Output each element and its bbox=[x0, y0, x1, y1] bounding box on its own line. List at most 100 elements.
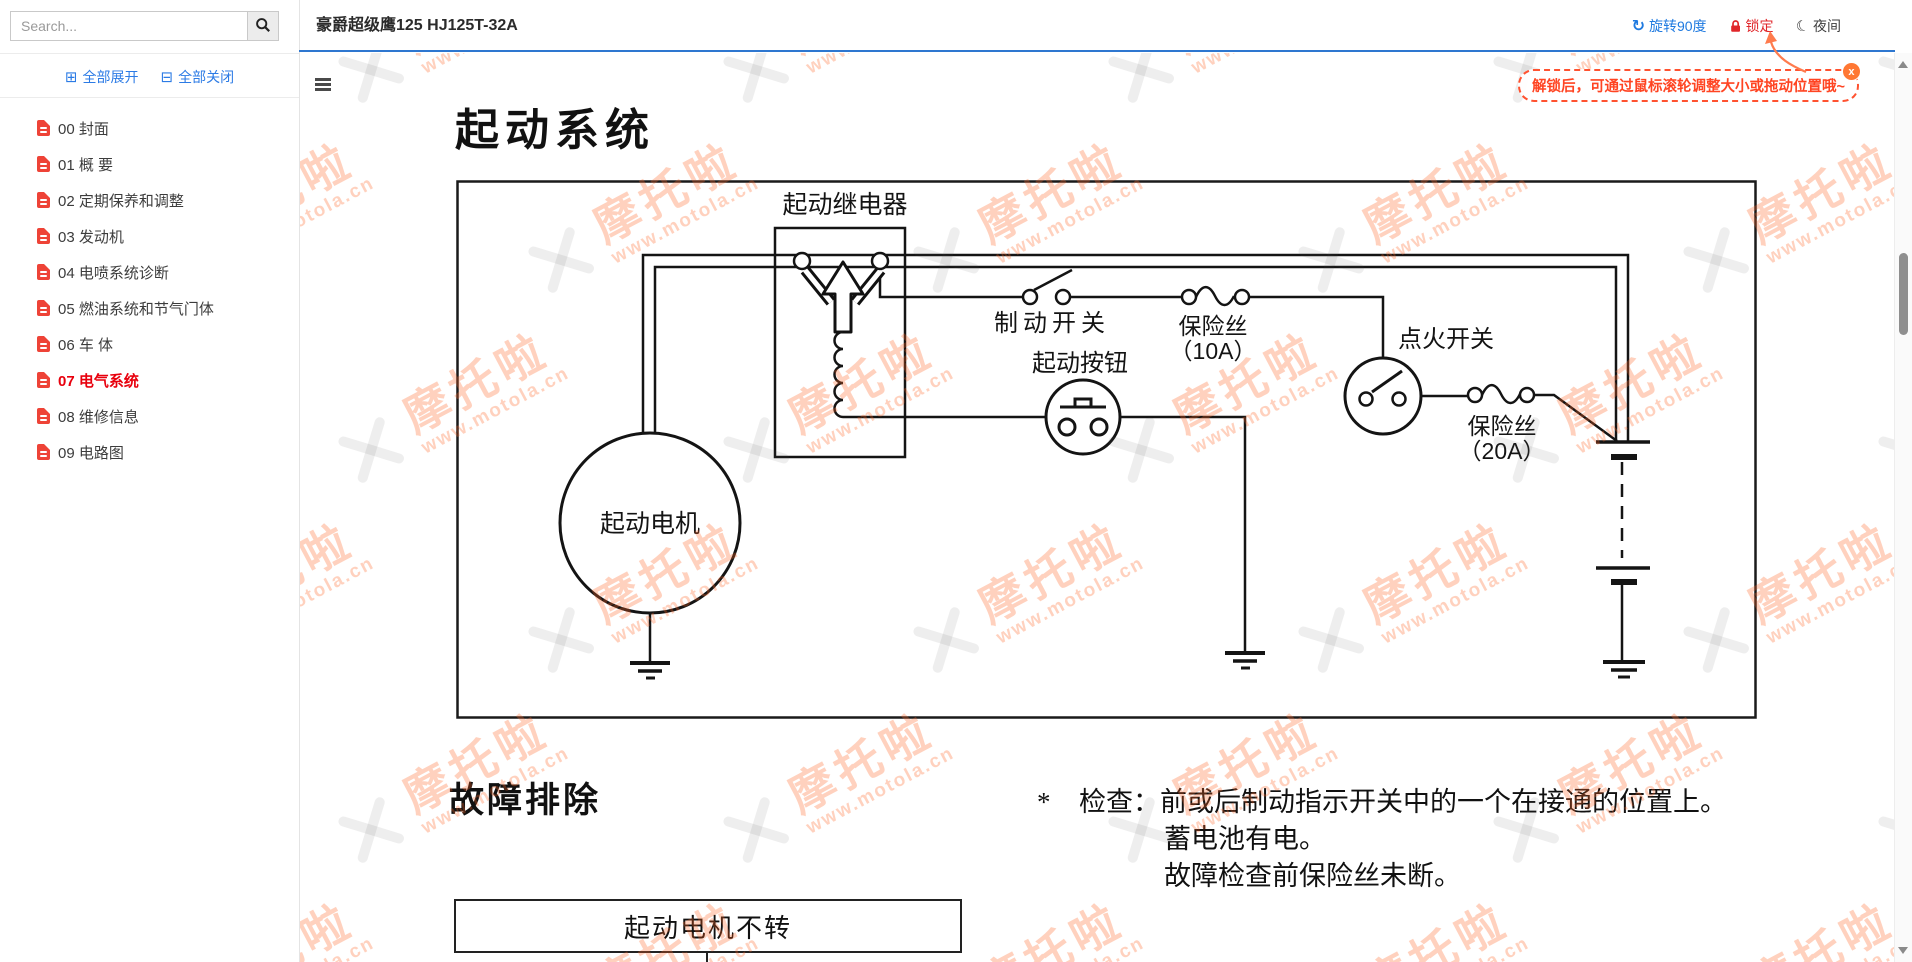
sidebar-item[interactable]: 09 电路图 bbox=[0, 434, 299, 470]
watermark-brand: 摩托啦 bbox=[1739, 133, 1895, 253]
collapse-all-icon bbox=[161, 68, 174, 86]
header-controls: 旋转90度 锁定 夜间 bbox=[1632, 0, 1841, 52]
rotate-label: 旋转90度 bbox=[1648, 18, 1707, 34]
sidebar-item[interactable]: 03 发动机 bbox=[0, 218, 299, 254]
label-fuse20-1: 保险丝 bbox=[1468, 413, 1537, 439]
flowchart-box: 起动电机不转 bbox=[454, 899, 962, 953]
vertical-scrollbar[interactable] bbox=[1894, 53, 1912, 962]
lock-icon bbox=[1729, 19, 1742, 33]
watermark-brand: 摩托啦 bbox=[395, 53, 564, 62]
header-underline bbox=[299, 50, 1895, 52]
sidebar-item[interactable]: 08 维修信息 bbox=[0, 398, 299, 434]
wrench-icon bbox=[323, 781, 420, 878]
watermark-url: www.motola.cn bbox=[418, 53, 573, 79]
checklist-label: 检查： bbox=[1079, 787, 1160, 817]
wrench-icon bbox=[1863, 53, 1895, 119]
sidebar-item-label: 09 电路图 bbox=[58, 444, 124, 462]
checklist-marker: * bbox=[1037, 787, 1051, 817]
tooltip-arrow bbox=[1765, 31, 1807, 74]
label-relay: 起动继电器 bbox=[782, 191, 907, 219]
watermark-brand: 摩托啦 bbox=[1165, 53, 1334, 62]
watermark-brand: 摩托啦 bbox=[1739, 893, 1895, 962]
label-start-button: 起动按钮 bbox=[1032, 350, 1128, 377]
sidebar-item-label: 04 电喷系统诊断 bbox=[58, 264, 169, 282]
search-button[interactable] bbox=[247, 11, 279, 41]
rotate-90-button[interactable]: 旋转90度 bbox=[1632, 16, 1707, 36]
watermark-brand: 摩托啦 bbox=[300, 893, 363, 962]
circuit-diagram: 起动继电器 制动开关 保险丝 （10A） 点火开关 起动按钮 保险丝 （20A）… bbox=[456, 180, 1757, 719]
sidebar-item-label: 03 发动机 bbox=[58, 228, 124, 246]
sidebar: 全部展开 全部关闭 00 封面 01 概 要 02 定期保养和调整 03 发动机 04 … bbox=[0, 0, 300, 962]
watermark-brand: 摩托啦 bbox=[969, 893, 1133, 962]
sidebar-item[interactable]: 01 概 要 bbox=[0, 146, 299, 182]
checklist-line: 蓄电池有电。 bbox=[1164, 824, 1326, 854]
watermark-brand: 摩托啦 bbox=[1550, 53, 1719, 62]
checklist-line: 故障检查前保险丝未断。 bbox=[1164, 861, 1461, 891]
search-icon bbox=[255, 17, 271, 36]
wrench-icon bbox=[1093, 53, 1190, 119]
watermark-url: www.motola.cn bbox=[1378, 933, 1533, 962]
expand-all-label: 全部展开 bbox=[82, 69, 139, 85]
collapse-all-button[interactable]: 全部关闭 bbox=[161, 67, 235, 87]
wrench-icon bbox=[708, 53, 805, 119]
watermark-url: www.motola.cn bbox=[1763, 172, 1895, 269]
unlock-tooltip: 解锁后，可通过鼠标滚轮调整大小或拖动位置哦~ x bbox=[1518, 62, 1861, 102]
expand-all-icon bbox=[65, 68, 78, 86]
night-mode-button[interactable]: 夜间 bbox=[1796, 16, 1841, 36]
watermark-url: www.motola.cn bbox=[300, 552, 379, 649]
watermark-brand: 摩托啦 bbox=[780, 53, 949, 62]
tooltip-close-icon[interactable]: x bbox=[1841, 62, 1861, 81]
sidebar-item-label: 02 定期保养和调整 bbox=[58, 192, 184, 210]
file-icon bbox=[37, 300, 50, 316]
section-title: 故障排除 bbox=[449, 781, 602, 820]
sidebar-item[interactable]: 06 车 体 bbox=[0, 326, 299, 362]
search-input[interactable] bbox=[10, 11, 247, 41]
file-icon bbox=[37, 408, 50, 424]
file-icon bbox=[37, 192, 50, 208]
watermark-url: www.motola.cn bbox=[300, 172, 379, 269]
rotate-icon bbox=[1632, 16, 1645, 36]
sidebar-item[interactable]: 00 封面 bbox=[0, 110, 299, 146]
scroll-up-icon[interactable] bbox=[1898, 61, 1908, 68]
header-bar: 豪爵超级鹰125 HJ125T-32A 旋转90度 锁定 夜间 bbox=[300, 0, 1895, 52]
sidebar-item[interactable]: 02 定期保养和调整 bbox=[0, 182, 299, 218]
flowchart-connector bbox=[706, 953, 708, 962]
sidebar-item-label: 07 电气系统 bbox=[58, 372, 139, 390]
menu-toggle-button[interactable] bbox=[315, 78, 331, 91]
collapse-all-label: 全部关闭 bbox=[178, 69, 235, 85]
sidebar-item-label: 05 燃油系统和节气门体 bbox=[58, 300, 214, 318]
label-fuse20-2: （20A） bbox=[1459, 438, 1546, 464]
file-icon bbox=[37, 120, 50, 136]
watermark-brand: 摩托啦 bbox=[300, 133, 363, 253]
sidebar-item[interactable]: 04 电喷系统诊断 bbox=[0, 254, 299, 290]
flowchart-box-label: 起动电机不转 bbox=[623, 913, 792, 943]
tree-controls: 全部展开 全部关闭 bbox=[0, 60, 299, 94]
sidebar-divider bbox=[0, 97, 299, 98]
lock-button[interactable]: 锁定 bbox=[1729, 16, 1774, 36]
watermark-url: www.motola.cn bbox=[1188, 53, 1343, 79]
expand-all-button[interactable]: 全部展开 bbox=[65, 67, 139, 87]
sidebar-item[interactable]: 07 电气系统 bbox=[0, 362, 299, 398]
wrench-icon bbox=[323, 53, 420, 119]
scroll-down-icon[interactable] bbox=[1898, 947, 1908, 954]
document-title: 豪爵超级鹰125 HJ125T-32A bbox=[316, 17, 518, 34]
checklist-line: 前或后制动指示开关中的一个在接通的位置上。 bbox=[1160, 787, 1727, 817]
label-fuse10-2: （10A） bbox=[1170, 338, 1257, 364]
file-icon bbox=[37, 264, 50, 280]
watermark-url: www.motola.cn bbox=[1763, 552, 1895, 649]
sidebar-item[interactable]: 05 燃油系统和节气门体 bbox=[0, 290, 299, 326]
lock-label: 锁定 bbox=[1745, 18, 1774, 34]
sidebar-item-label: 01 概 要 bbox=[58, 156, 114, 174]
watermark-url: www.motola.cn bbox=[803, 742, 959, 839]
watermark-url: www.motola.cn bbox=[300, 933, 378, 962]
scrollbar-thumb[interactable] bbox=[1899, 253, 1908, 335]
